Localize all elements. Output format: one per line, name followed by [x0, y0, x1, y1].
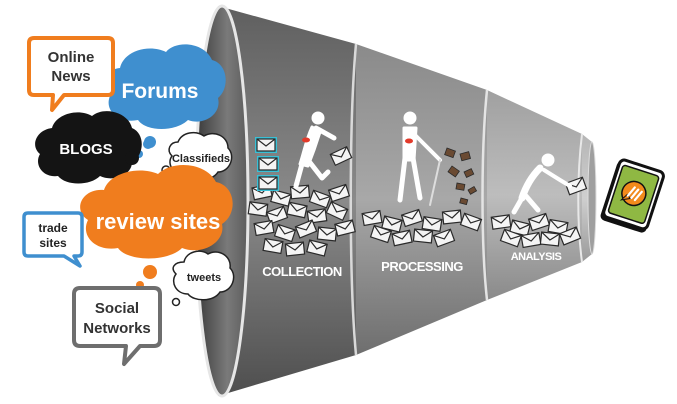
funnel: [194, 4, 597, 398]
bubble-online-news-line1: Online: [48, 49, 95, 66]
bubble-trade-sites-line2: sites: [39, 236, 67, 250]
bubble-classifieds-label: Classifieds: [172, 153, 230, 165]
bubble-social-networks: Social Networks: [72, 286, 162, 366]
worker-processing-icon: [397, 111, 442, 206]
bubble-trade-sites: trade sites: [22, 211, 84, 268]
bubble-blogs-label: BLOGS: [59, 141, 112, 158]
bubble-online-news: Online News: [27, 36, 115, 112]
worker-analysis-icon: [511, 153, 572, 215]
stage-label-processing: PROCESSING: [381, 259, 463, 274]
bubble-forums: Forums: [102, 44, 226, 158]
bubble-social-networks-line1: Social: [95, 300, 139, 317]
bubble-social-networks-line2: Networks: [83, 320, 151, 337]
bubble-trade-sites-line1: trade: [38, 221, 68, 235]
envelopes-falling: [255, 137, 353, 191]
data-fragments-processing: [444, 147, 478, 206]
stage-label-collection: COLLECTION: [262, 264, 342, 279]
bubble-forums-label: Forums: [121, 80, 198, 103]
bubble-tweets-label: tweets: [187, 272, 221, 284]
bubble-review-sites-label: review sites: [96, 209, 221, 234]
bubble-review-sites: review sites: [80, 164, 233, 289]
bubble-tweets: tweets: [171, 250, 235, 307]
device-logo-icon: [600, 158, 665, 233]
worker-collection-icon: [293, 111, 337, 189]
funnel-section-analysis: [487, 90, 582, 300]
stage-label-analysis: ANALYSIS: [511, 251, 562, 263]
bubble-online-news-line2: News: [51, 68, 90, 85]
bubble-blogs: BLOGS: [35, 111, 142, 184]
